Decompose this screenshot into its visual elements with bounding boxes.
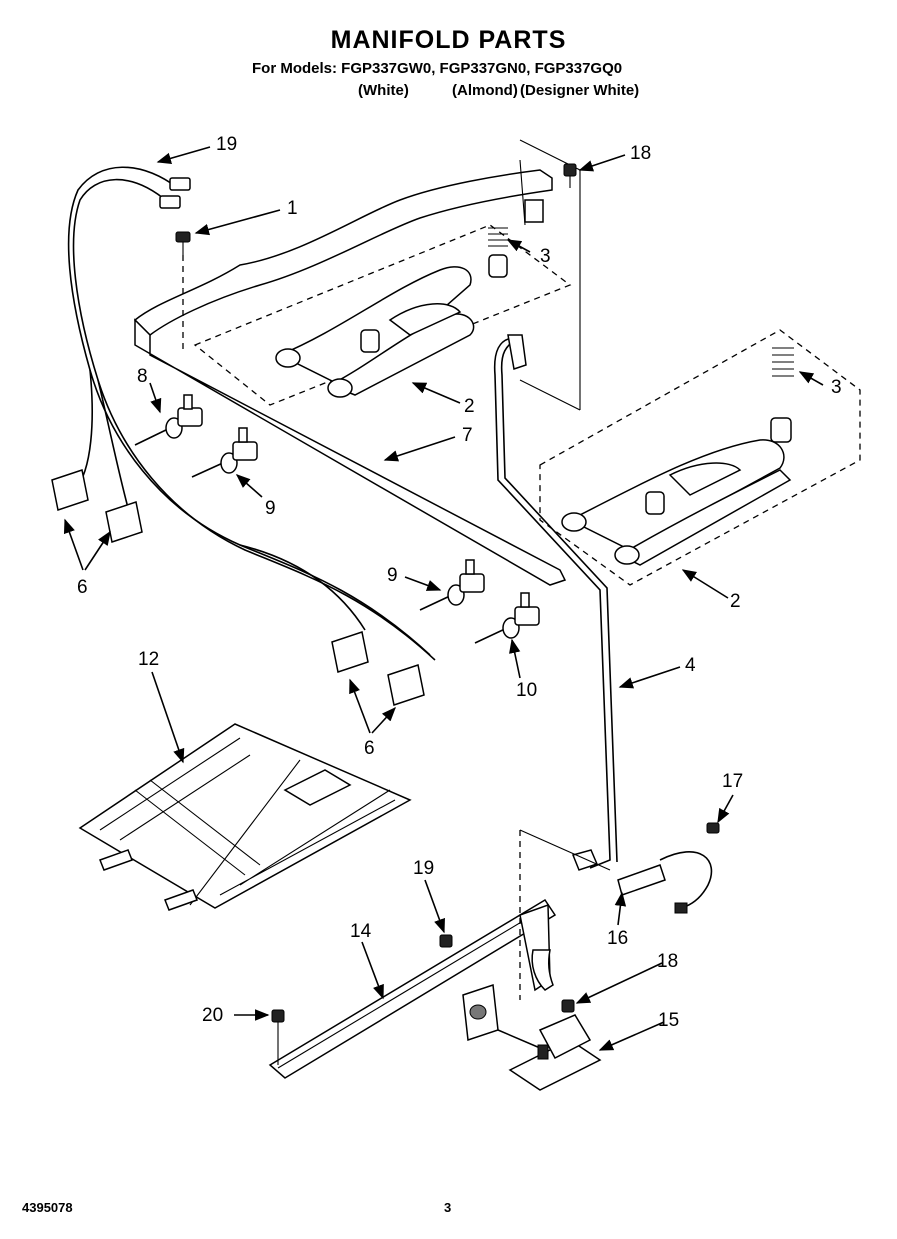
- valve-10: [474, 592, 540, 644]
- leader-lines: [63, 146, 824, 1051]
- page-title: MANIFOLD PARTS: [330, 26, 567, 54]
- models-line: For Models: FGP337GW0, FGP337GN0, FGP337…: [252, 60, 623, 77]
- callout-17: 17: [722, 771, 743, 792]
- callout-7: 7: [462, 425, 473, 446]
- callout-9-upper: 9: [265, 498, 276, 519]
- callout-12: 12: [138, 649, 159, 670]
- screw-20: [271, 1009, 285, 1065]
- callout-14: 14: [350, 921, 372, 942]
- callout-20: 20: [202, 1005, 223, 1026]
- callout-2-upper: 2: [464, 396, 475, 417]
- callout-18-lower: 18: [657, 951, 678, 972]
- gas-tube: [493, 334, 618, 871]
- callout-8: 8: [137, 366, 148, 387]
- page-number: 3: [444, 1200, 452, 1215]
- screw-19: [439, 934, 453, 948]
- callout-10: 10: [516, 680, 537, 701]
- broil-burner: [268, 829, 611, 1079]
- rear-burner-assembly: [193, 139, 581, 411]
- callout-16: 16: [607, 928, 628, 949]
- variant-white: (White): [358, 82, 409, 99]
- screw-17: [706, 822, 720, 834]
- callout-2-lower: 2: [730, 591, 741, 612]
- front-burner-assembly: [539, 329, 861, 586]
- callout-4: 4: [685, 655, 696, 676]
- callout-19: 19: [413, 858, 434, 879]
- callout-6-right: 6: [364, 738, 375, 759]
- igniter-16: [617, 851, 713, 914]
- callout-5: 19: [216, 134, 237, 155]
- variant-designer-white: (Designer White): [520, 82, 640, 99]
- callout-15: 15: [658, 1010, 679, 1031]
- document-number: 4395078: [22, 1200, 73, 1215]
- screw-1: [175, 231, 191, 352]
- callout-3-upper: 3: [540, 246, 551, 267]
- burner-base-pan: [78, 723, 412, 911]
- screw-18-upper: [563, 163, 577, 188]
- callout-6-left: 6: [77, 577, 88, 598]
- valve-9-lower: [419, 559, 485, 611]
- callout-1: 1: [287, 198, 298, 219]
- callout-labels: 19 1 18 3 2 7 3 2 4 8 9 9 10 6 6 12 17 1…: [77, 134, 842, 1031]
- screw-18-lower: [561, 999, 575, 1013]
- burner-tube-connector: [519, 903, 554, 992]
- variant-almond: (Almond): [452, 82, 518, 99]
- safety-valve-15: [462, 983, 602, 1091]
- wiring-harness: [51, 166, 436, 706]
- valve-9-upper: [191, 427, 258, 478]
- callout-3-lower: 3: [831, 377, 842, 398]
- callout-18-upper: 18: [630, 143, 651, 164]
- valve-8: [134, 394, 203, 446]
- callout-9-lower: 9: [387, 565, 398, 586]
- manifold-pipe: [133, 159, 567, 586]
